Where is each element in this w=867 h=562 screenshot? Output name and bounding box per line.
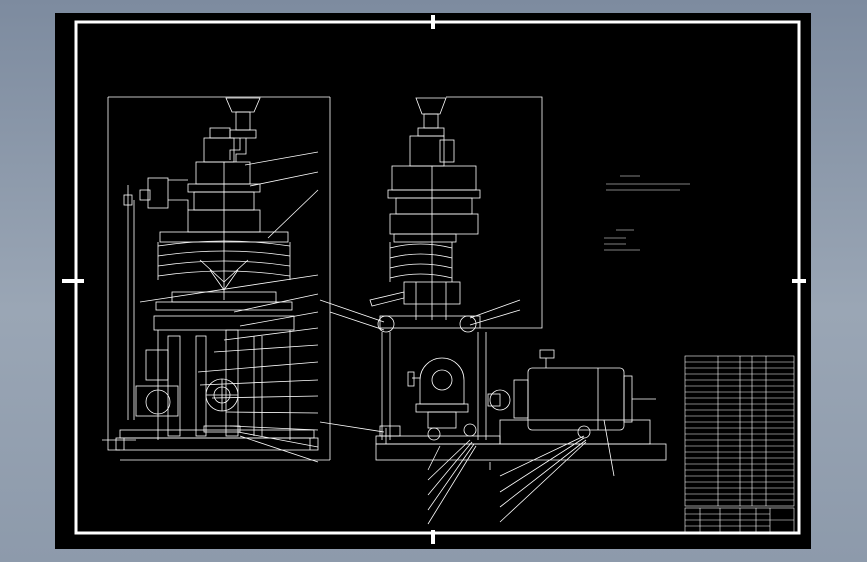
right-elevation-view xyxy=(319,96,667,525)
hopper-icon xyxy=(225,97,261,139)
technical-notes xyxy=(604,175,690,251)
top-center-mark xyxy=(431,15,435,29)
outer-frame xyxy=(74,20,801,535)
title-block xyxy=(684,507,795,533)
parts-list-table xyxy=(684,355,795,507)
bottom-center-mark xyxy=(431,530,435,544)
left-center-mark xyxy=(62,279,84,283)
right-center-mark xyxy=(792,279,806,283)
motor-icon xyxy=(487,349,656,431)
left-elevation-view xyxy=(102,96,331,463)
